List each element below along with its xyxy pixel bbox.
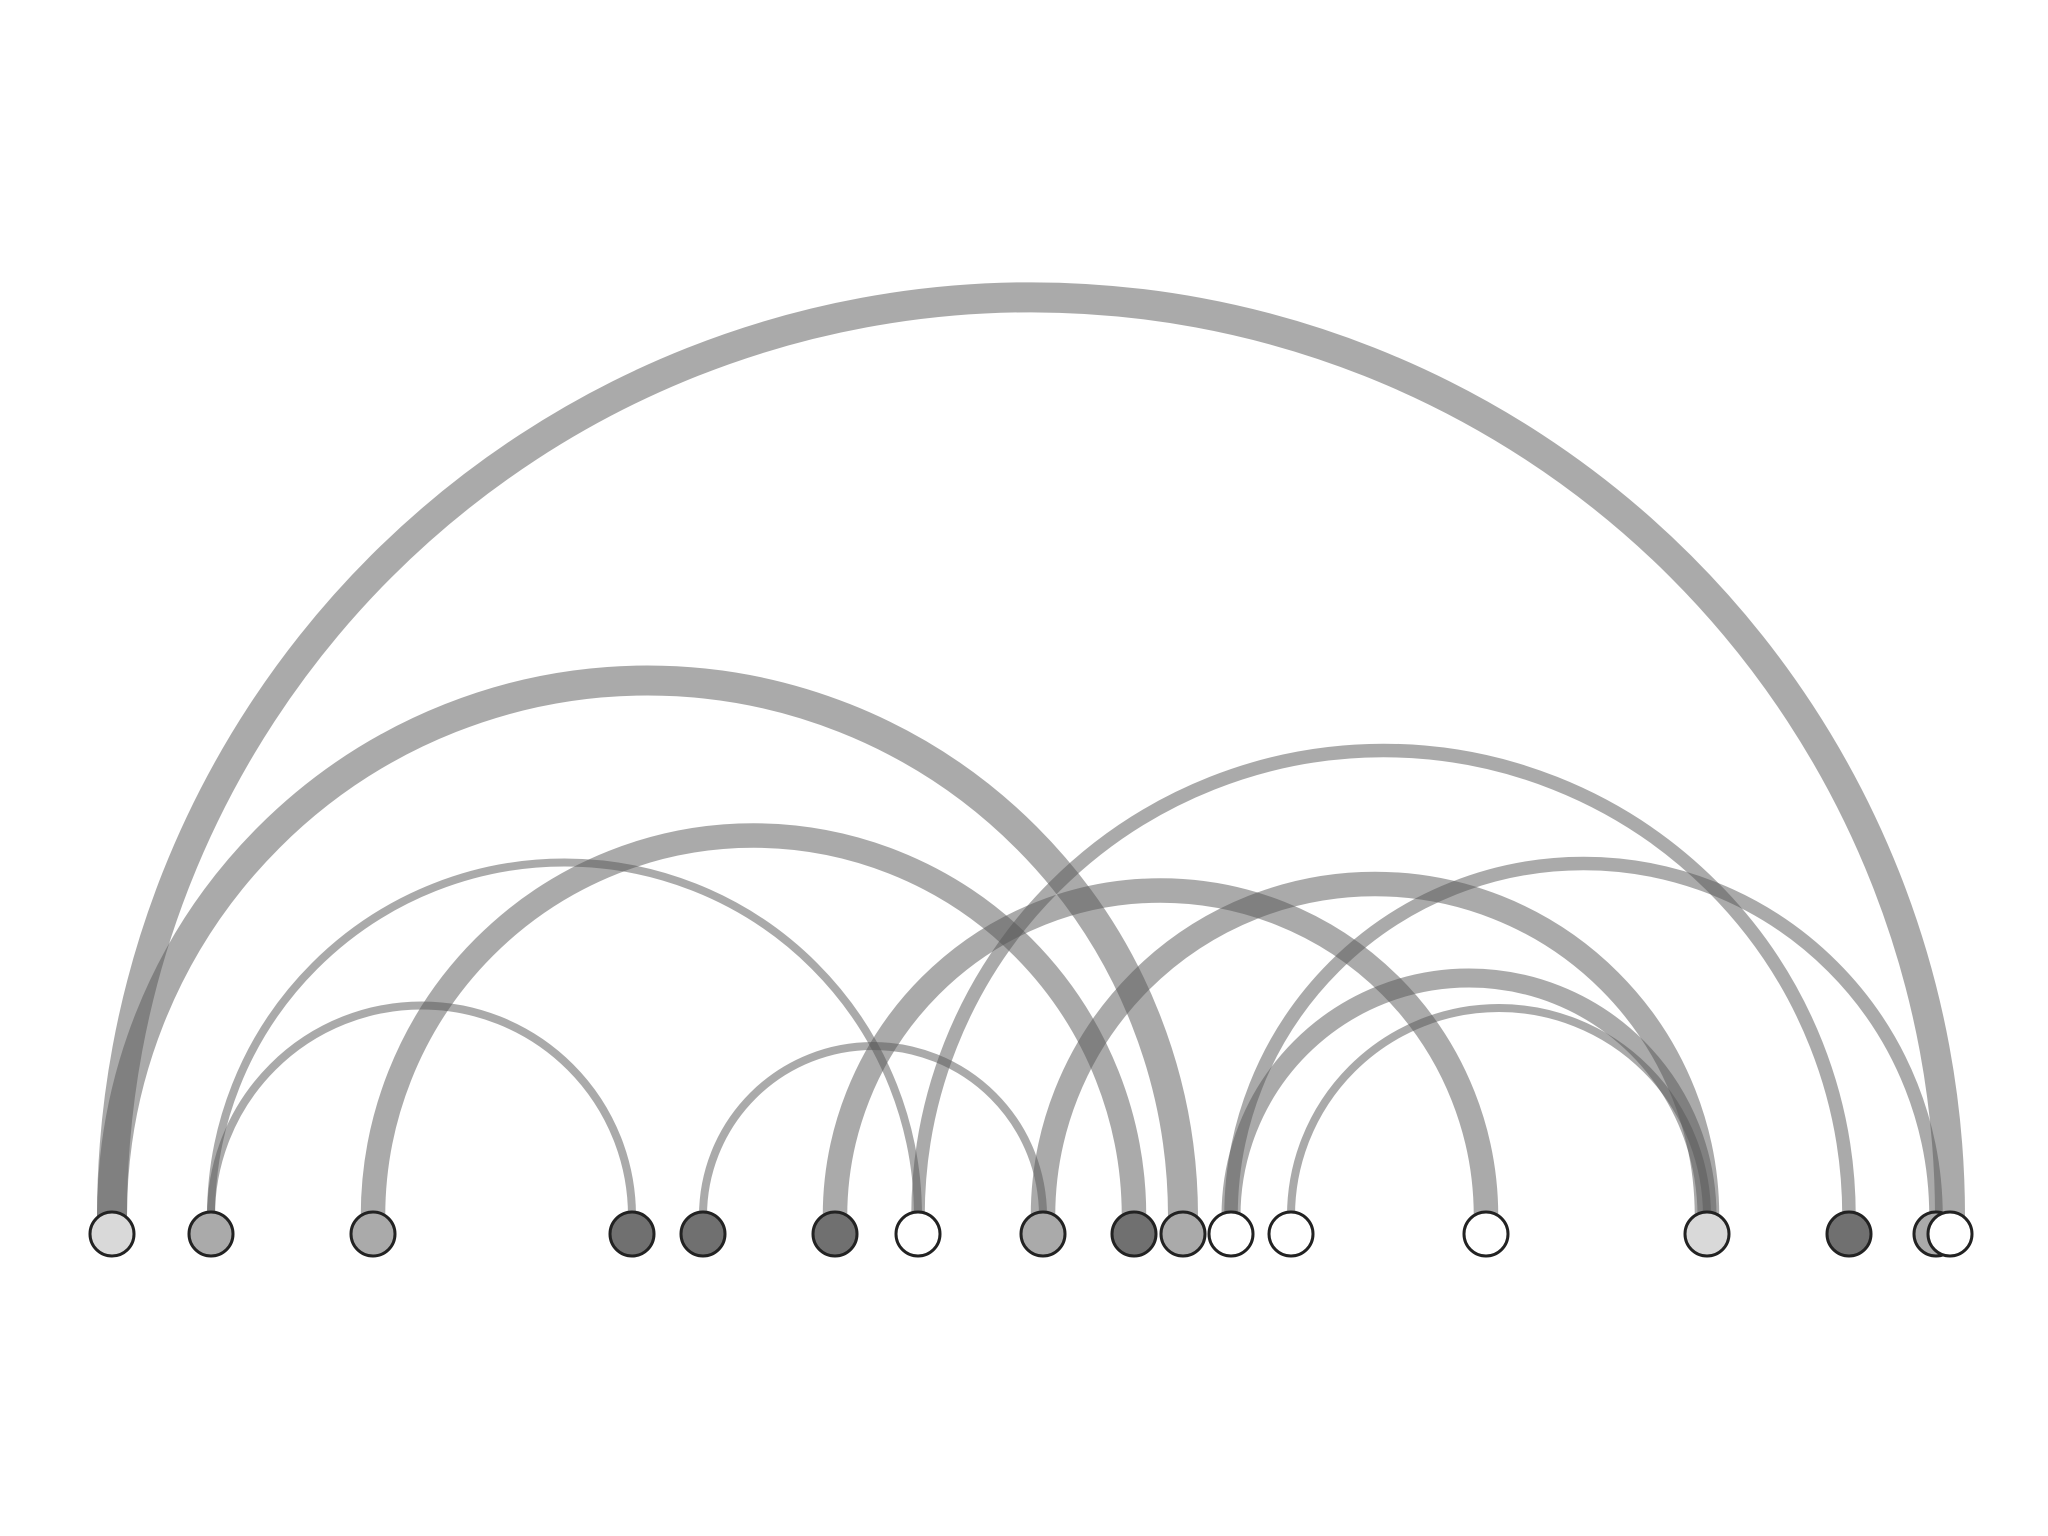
arc-n12-n14	[1287, 1004, 1711, 1217]
node-n2	[187, 1210, 235, 1258]
node-n4	[608, 1210, 656, 1258]
node-n7	[894, 1210, 942, 1258]
arc-n1-n10	[97, 665, 1198, 1217]
node-n6	[811, 1210, 859, 1258]
node-n11	[1207, 1210, 1255, 1258]
arc-n6-n13	[822, 878, 1499, 1217]
arc-n8-n14	[1030, 871, 1720, 1217]
node-n12	[1267, 1210, 1315, 1258]
node-n5	[679, 1210, 727, 1258]
arc-n3-n9	[360, 823, 1147, 1217]
node-n13	[1462, 1210, 1510, 1258]
node-n10	[1159, 1210, 1207, 1258]
node-n9	[1110, 1210, 1158, 1258]
node-n15	[1825, 1210, 1873, 1258]
arc-n1-n17	[97, 282, 1965, 1217]
node-n17	[1926, 1210, 1974, 1258]
arc-n7-n15	[911, 743, 1856, 1217]
nodes-layer	[88, 1210, 1974, 1258]
arc-n11-n16	[1224, 856, 1943, 1217]
arc-n5-n8	[699, 1042, 1047, 1217]
node-n1	[88, 1210, 136, 1258]
arc-n2-n7	[207, 858, 922, 1217]
arcs-layer	[97, 282, 1965, 1217]
node-n8	[1019, 1210, 1067, 1258]
node-n14	[1683, 1210, 1731, 1258]
node-n3	[349, 1210, 397, 1258]
arc-n2-n4	[207, 1001, 636, 1217]
